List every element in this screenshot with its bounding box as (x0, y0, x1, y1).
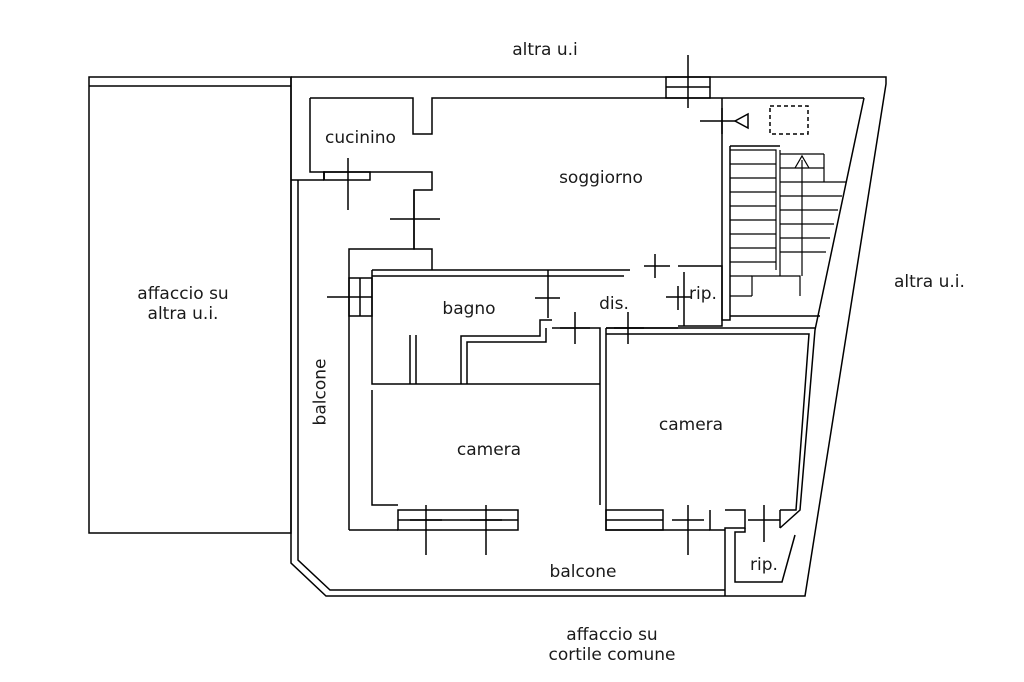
opening-markers (327, 55, 780, 555)
room-label-camera-left: camera (456, 440, 522, 460)
label-affaccio-bottom-line1: affaccio su (566, 625, 658, 645)
outer-walls (290, 76, 887, 597)
label-affaccio-left-line1: affaccio su (137, 284, 229, 304)
room-label-cucinino: cucinino (325, 128, 396, 148)
room-label-dis: dis. (599, 294, 629, 314)
room-label-soggiorno: soggiorno (559, 168, 643, 188)
room-label-rip-upper: rip. (689, 284, 717, 304)
vent-icon (733, 105, 809, 135)
label-balcone-bottom: balcone (549, 562, 617, 582)
room-label-bagno: bagno (442, 299, 496, 319)
label-altra-top: altra u.i (512, 40, 578, 60)
room-label-camera-right: camera (658, 415, 724, 435)
room-label-rip-lower: rip. (750, 555, 778, 575)
staircase (730, 149, 846, 297)
label-affaccio-left-line2: altra u.i. (147, 304, 219, 324)
label-affaccio-bottom-line2: cortile comune (548, 645, 676, 665)
label-altra-right: altra u.i. (894, 272, 965, 292)
label-balcone-left: balcone (310, 358, 331, 426)
